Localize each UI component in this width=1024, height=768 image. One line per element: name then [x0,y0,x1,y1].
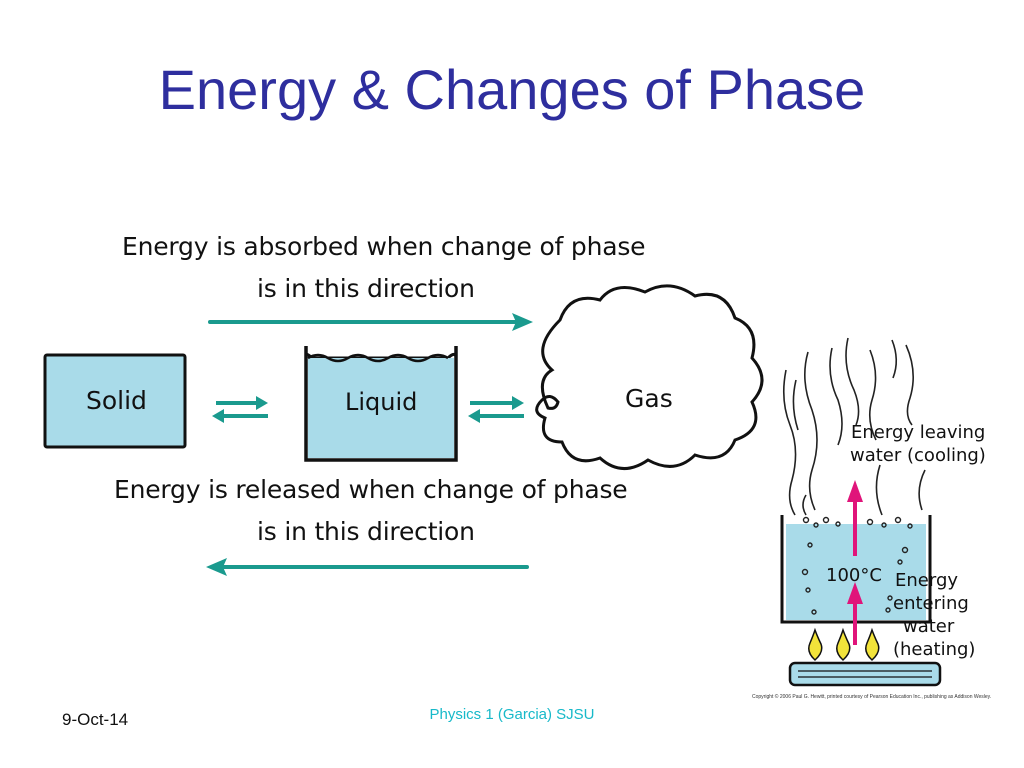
solid-label: Solid [86,386,147,415]
footer-date: 9-Oct-14 [62,710,129,729]
footer-course: Physics 1 (Garcia) SJSU [429,706,595,723]
absorbed-direction-arrow [208,313,533,331]
energy-leaving-line2: water (cooling) [850,445,986,466]
released-direction-arrow [206,558,529,576]
liquid-gas-equilibrium-arrows [468,396,524,423]
absorbed-caption-line2: is in this direction [257,274,475,303]
slide-title: Energy & Changes of Phase [158,58,866,121]
gas-label: Gas [625,384,673,413]
liquid-label: Liquid [345,388,418,416]
energy-leaving-line1: Energy leaving [851,422,986,443]
energy-entering-line4: (heating) [893,639,976,660]
released-caption-line1: Energy is released when change of phase [114,475,628,504]
energy-entering-arrow [847,582,863,645]
energy-entering-line3: water [903,616,955,637]
temperature-label: 100°C [826,565,882,586]
burner-plate [788,661,942,687]
liquid-beaker [304,346,458,462]
absorbed-caption-line1: Energy is absorbed when change of phase [122,232,646,261]
solid-liquid-equilibrium-arrows [212,396,268,423]
burner-flames [808,627,880,662]
bubbles [801,516,913,615]
solid-box [43,353,187,449]
released-caption-line2: is in this direction [257,517,475,546]
gas-cloud [535,284,764,470]
energy-leaving-arrow [847,480,863,556]
steam-wisps [782,337,926,516]
energy-entering-line1: Energy [895,570,959,591]
copyright-notice: Copyright © 2006 Paul G. Hewitt, printed… [752,694,992,700]
energy-entering-line2: entering [893,593,969,614]
